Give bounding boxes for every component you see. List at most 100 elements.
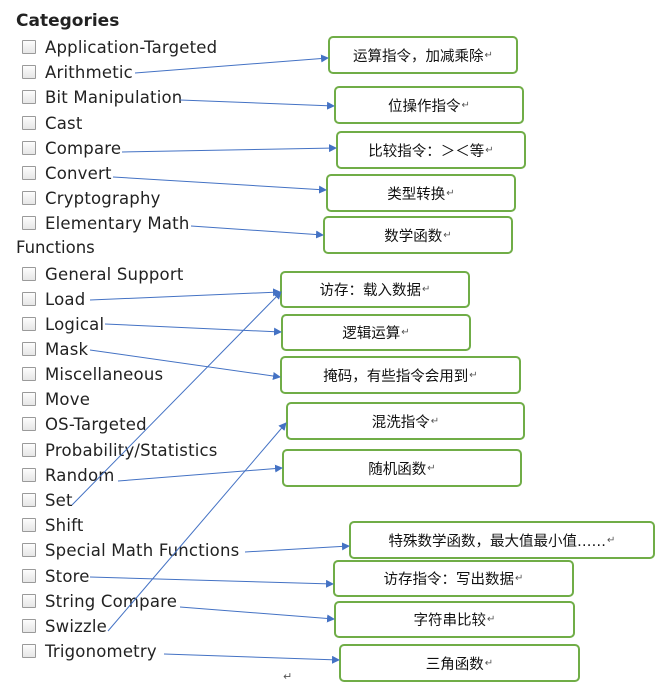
arrow-trigonometry <box>163 653 340 664</box>
checkbox[interactable] <box>22 317 36 331</box>
checkbox[interactable] <box>22 619 36 633</box>
checkbox[interactable] <box>22 267 36 281</box>
checkbox[interactable] <box>22 292 36 306</box>
category-label: Special Math Functions <box>45 540 240 560</box>
category-label: Arithmetic <box>45 62 133 82</box>
category-label: Store <box>45 566 90 586</box>
annotation-text: 掩码，有些指令会用到 <box>323 368 469 385</box>
checkbox[interactable] <box>22 468 36 482</box>
annotation-text: 运算指令，加减乘除 <box>353 48 484 65</box>
category-label: Load <box>45 289 86 309</box>
arrow-compare <box>121 144 337 153</box>
category-trigonometry[interactable]: Trigonometry <box>22 641 157 661</box>
arrow-logical <box>104 323 282 336</box>
category-miscellaneous[interactable]: Miscellaneous <box>22 364 163 384</box>
annotation-compare: 比较指令：＞＜等↵ <box>336 131 526 169</box>
checkbox[interactable] <box>22 65 36 79</box>
checkbox[interactable] <box>22 594 36 608</box>
checkbox[interactable] <box>22 166 36 180</box>
annotation-text: 特殊数学函数，最大值最小值…… <box>388 533 607 550</box>
category-load[interactable]: Load <box>22 289 85 309</box>
annotation-elementary-math: 数学函数↵ <box>323 216 513 254</box>
annotation-special-math: 特殊数学函数，最大值最小值……↵ <box>349 521 655 559</box>
arrow-mask <box>89 349 281 380</box>
return-mark: ↵ <box>401 327 410 338</box>
category-set[interactable]: Set <box>22 490 73 510</box>
arrow-swizzle <box>107 422 287 632</box>
return-mark: ↵ <box>484 657 494 669</box>
category-os-targeted[interactable]: OS-Targeted <box>22 414 147 434</box>
category-convert[interactable]: Convert <box>22 163 112 183</box>
annotation-text: 混洗指令 <box>371 414 430 431</box>
annotation-text: 访存指令：写出数据 <box>383 572 515 588</box>
category-label: General Support <box>45 264 184 284</box>
category-label: Swizzle <box>45 616 108 636</box>
category-string-compare[interactable]: String Compare <box>22 591 177 611</box>
paragraph-mark: ↵ <box>283 670 293 683</box>
annotation-text: 类型转换 <box>387 186 446 203</box>
category-cryptography[interactable]: Cryptography <box>22 188 161 208</box>
return-mark: ↵ <box>607 534 616 546</box>
return-mark: ↵ <box>446 187 455 199</box>
category-store[interactable]: Store <box>22 566 90 586</box>
checkbox[interactable] <box>22 141 36 155</box>
checkbox[interactable] <box>22 543 36 557</box>
annotation-text: 比较指令：＞＜等 <box>368 143 485 160</box>
checkbox[interactable] <box>22 367 36 381</box>
annotation-random: 随机函数↵ <box>282 449 522 487</box>
return-mark: ↵ <box>487 614 496 625</box>
annotation-trigonometry: 三角函数↵ <box>339 644 580 682</box>
checkbox[interactable] <box>22 191 36 205</box>
checkbox[interactable] <box>22 518 36 532</box>
category-logical[interactable]: Logical <box>22 314 104 334</box>
category-bit-manipulation[interactable]: Bit Manipulation <box>22 87 182 107</box>
category-swizzle[interactable]: Swizzle <box>22 616 107 636</box>
arrow-load <box>89 288 281 301</box>
checkbox[interactable] <box>22 392 36 406</box>
return-mark: ↵ <box>484 49 493 61</box>
checkbox[interactable] <box>22 569 36 583</box>
annotation-convert: 类型转换↵ <box>326 174 516 212</box>
annotation-store: 访存指令：写出数据↵ <box>333 560 574 597</box>
category-probability-statistics[interactable]: Probability/Statistics <box>22 440 218 460</box>
category-label: Trigonometry <box>45 641 157 661</box>
annotation-logical: 逻辑运算↵ <box>281 314 471 351</box>
category-arithmetic[interactable]: Arithmetic <box>22 62 133 82</box>
checkbox[interactable] <box>22 443 36 457</box>
return-mark: ↵ <box>515 573 524 584</box>
checkbox[interactable] <box>22 116 36 130</box>
category-label: Convert <box>45 163 112 183</box>
arrow-elementary-math <box>190 225 324 239</box>
annotation-swizzle: 混洗指令↵ <box>286 402 525 440</box>
annotation-mask: 掩码，有些指令会用到↵ <box>280 356 521 394</box>
category-general-support[interactable]: General Support <box>22 264 184 284</box>
category-application-targeted[interactable]: Application-Targeted <box>22 37 217 57</box>
return-mark: ↵ <box>461 99 470 111</box>
checkbox[interactable] <box>22 493 36 507</box>
arrow-convert <box>112 176 327 194</box>
checkbox[interactable] <box>22 644 36 658</box>
checkbox[interactable] <box>22 40 36 54</box>
checkbox[interactable] <box>22 417 36 431</box>
category-elementary-math[interactable]: Elementary Math <box>22 213 190 233</box>
category-label: OS-Targeted <box>45 414 147 434</box>
return-mark: ↵ <box>443 229 452 241</box>
arrow-store <box>89 576 334 588</box>
category-special-math-functions[interactable]: Special Math Functions <box>22 540 239 560</box>
category-cast[interactable]: Cast <box>22 113 83 133</box>
arrow-special-math <box>244 542 350 553</box>
arrow-random <box>117 464 283 482</box>
checkbox[interactable] <box>22 216 36 230</box>
category-mask[interactable]: Mask <box>22 339 88 359</box>
category-move[interactable]: Move <box>22 389 90 409</box>
return-mark: ↵ <box>469 369 478 381</box>
category-label: Mask <box>45 339 89 359</box>
category-label: Set <box>45 490 73 510</box>
category-shift[interactable]: Shift <box>22 515 84 535</box>
checkbox[interactable] <box>22 90 36 104</box>
category-label: Shift <box>45 515 84 535</box>
return-mark: ↵ <box>427 462 436 474</box>
checkbox[interactable] <box>22 342 36 356</box>
arrow-set <box>71 291 282 506</box>
category-compare[interactable]: Compare <box>22 138 121 158</box>
